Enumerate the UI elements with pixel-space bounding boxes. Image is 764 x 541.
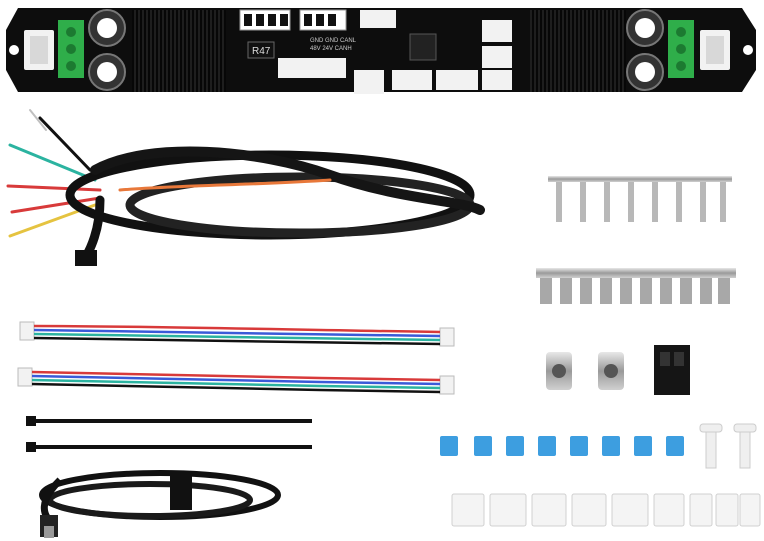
cable-tie-1: [26, 416, 312, 426]
mcu-chip: [409, 33, 437, 61]
cable-tie-2: [26, 442, 312, 452]
heatsink-left: [132, 10, 226, 92]
usb-cable: [39, 470, 281, 538]
board-ref-label: R47: [252, 46, 271, 57]
connector: [392, 70, 432, 90]
heatsink-right: [530, 10, 626, 92]
pin-terminals: [536, 268, 736, 304]
connector: [360, 10, 396, 28]
toolhead-board: R47 GND GND CANL 48V 24V CANH: [6, 8, 756, 94]
nylon-screw-2: [733, 423, 757, 469]
connector: [482, 20, 512, 42]
connector: [354, 70, 384, 94]
braided-cable: [6, 109, 485, 266]
crimp-terminals: [548, 176, 732, 222]
silkscreen-line-1: GND GND CANL: [310, 38, 357, 44]
mount-hole-left: [9, 45, 19, 55]
nylon-screw-1: [699, 423, 723, 469]
t-nut-2: [598, 352, 624, 390]
connector: [482, 46, 512, 68]
silkscreen-line-2: 48V 24V CANH: [310, 46, 352, 52]
cable-plug: [75, 250, 97, 266]
connector-housing: [654, 345, 690, 395]
jumper-caps: [440, 436, 684, 456]
connector: [482, 70, 512, 90]
mount-hole-right: [743, 45, 753, 55]
connector: [436, 70, 478, 90]
connector: [278, 58, 346, 78]
header-pins: [239, 9, 291, 31]
jst-housings: [451, 493, 761, 527]
t-nut-1: [546, 352, 572, 390]
jst-cable-1: [19, 321, 455, 347]
jst-cable-2: [17, 367, 455, 395]
